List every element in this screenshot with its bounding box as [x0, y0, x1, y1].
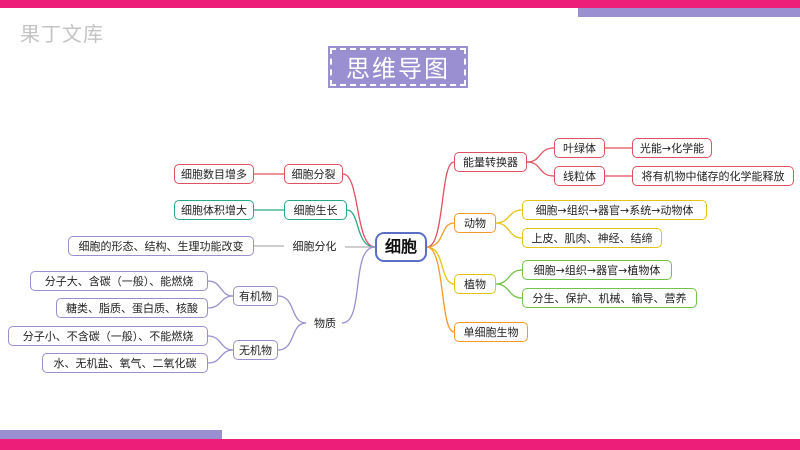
watermark-text: 果丁文库 — [20, 22, 104, 46]
node-inorganic: 无机物 — [233, 340, 278, 360]
node-organic: 有机物 — [233, 286, 278, 306]
node-plant-item-1: 细胞→组织→器官→植物体 — [522, 260, 672, 280]
node-organic-item-2: 糖类、脂质、蛋白质、核酸 — [56, 298, 208, 318]
node-unicellular: 单细胞生物 — [454, 322, 528, 342]
node-cell-growth: 细胞生长 — [284, 200, 347, 220]
bottom-left-purple-bar — [0, 430, 222, 439]
node-animal-item-2: 上皮、肌肉、神经、结缔 — [522, 228, 662, 248]
node-cell-volume-increase: 细胞体积增大 — [174, 200, 254, 220]
node-animal-item-1: 细胞→组织→器官→系统→动物体 — [522, 200, 707, 220]
node-plant: 植物 — [454, 274, 496, 294]
node-cell-differentiation: 细胞分化 — [292, 240, 337, 253]
node-chloroplast: 叶绿体 — [554, 138, 605, 158]
node-chloroplast-detail: 光能→化学能 — [632, 138, 712, 158]
node-mitochondria-detail: 将有机物中储存的化学能释放 — [632, 166, 794, 186]
top-right-purple-bar — [578, 8, 800, 17]
bottom-pink-bar — [0, 439, 800, 450]
center-node: 细胞 — [375, 232, 427, 262]
node-cell-division: 细胞分裂 — [284, 164, 343, 184]
node-plant-item-2: 分生、保护、机械、输导、营养 — [522, 288, 697, 308]
node-mitochondria: 线粒体 — [554, 166, 605, 186]
page-title: 思维导图 — [328, 46, 468, 88]
node-matter: 物质 — [314, 317, 336, 330]
node-inorganic-item-1: 分子小、不含碳（一般）、不能燃烧 — [8, 326, 208, 346]
node-organic-item-1: 分子大、含碳（一般）、能燃烧 — [30, 271, 208, 291]
node-inorganic-item-2: 水、无机盐、氧气、二氧化碳 — [42, 353, 208, 373]
node-energy-converter: 能量转换器 — [454, 152, 527, 172]
node-differentiation-detail: 细胞的形态、结构、生理功能改变 — [68, 236, 254, 256]
node-cell-count-increase: 细胞数目增多 — [174, 164, 254, 184]
node-animal: 动物 — [454, 213, 496, 233]
top-pink-bar — [0, 0, 800, 8]
